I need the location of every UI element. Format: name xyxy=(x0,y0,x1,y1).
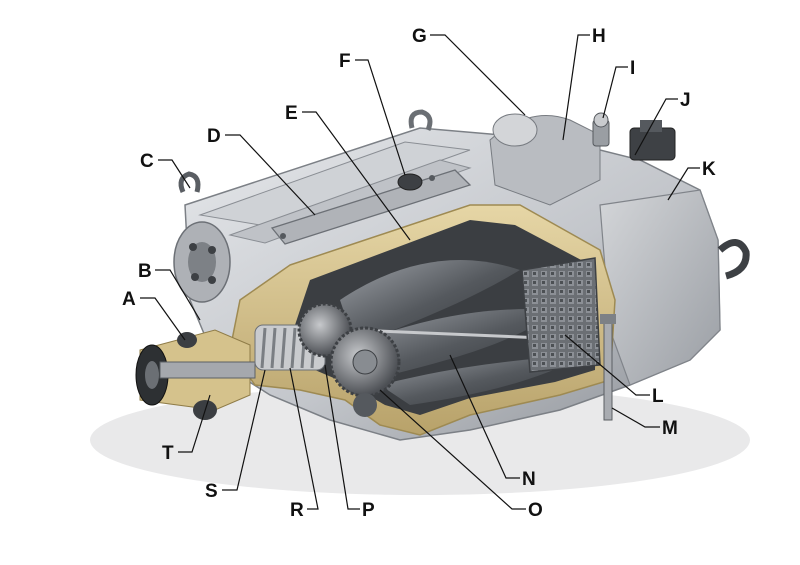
plate-bolt xyxy=(280,233,286,239)
top-plate-d xyxy=(270,169,472,245)
rotor-lobe xyxy=(350,309,560,380)
flange-bolt xyxy=(208,276,216,284)
pulley-hub xyxy=(145,361,159,389)
lifting-eye-top xyxy=(408,109,433,131)
connector-j xyxy=(629,127,676,161)
gear-o-hub xyxy=(352,349,378,375)
flange-bolt xyxy=(208,246,216,254)
housing-right-face xyxy=(599,189,721,386)
label-t: T xyxy=(162,443,174,464)
label-h: H xyxy=(592,26,606,47)
through-bolt-m-head xyxy=(600,314,616,324)
label-b: B xyxy=(138,261,152,282)
flange-bolt xyxy=(189,243,197,251)
input-shaft xyxy=(159,361,256,379)
label-g: G xyxy=(412,26,427,47)
label-c: C xyxy=(140,151,154,172)
gear-shaft xyxy=(353,393,377,417)
port-f xyxy=(397,173,423,191)
label-s: S xyxy=(205,481,218,502)
lifting-eye-left xyxy=(178,171,201,193)
label-o: O xyxy=(528,500,543,521)
label-d: D xyxy=(207,126,221,147)
plate-bolt xyxy=(429,175,435,181)
label-f: F xyxy=(339,51,351,72)
flange-bolt xyxy=(191,273,199,281)
label-i: I xyxy=(630,58,635,79)
inlet-flange xyxy=(492,113,538,147)
label-m: M xyxy=(662,418,678,439)
lifting-eye-right xyxy=(717,239,750,280)
top-cover-rib xyxy=(198,141,471,226)
label-l: L xyxy=(652,386,664,407)
through-bolt-m xyxy=(603,319,613,421)
label-j: J xyxy=(680,90,691,111)
label-n: N xyxy=(522,469,536,490)
label-a: A xyxy=(122,289,136,310)
leader-lines xyxy=(140,34,700,510)
callout-labels: A B C D E F G H I J K L M N O P R S T xyxy=(122,26,716,521)
label-p: P xyxy=(362,500,375,521)
label-r: R xyxy=(290,500,304,521)
label-e: E xyxy=(285,103,298,124)
label-k: K xyxy=(702,159,716,180)
seal-a xyxy=(177,332,197,348)
rotor-lobe xyxy=(340,260,520,345)
sensor-i-cap xyxy=(593,112,609,128)
